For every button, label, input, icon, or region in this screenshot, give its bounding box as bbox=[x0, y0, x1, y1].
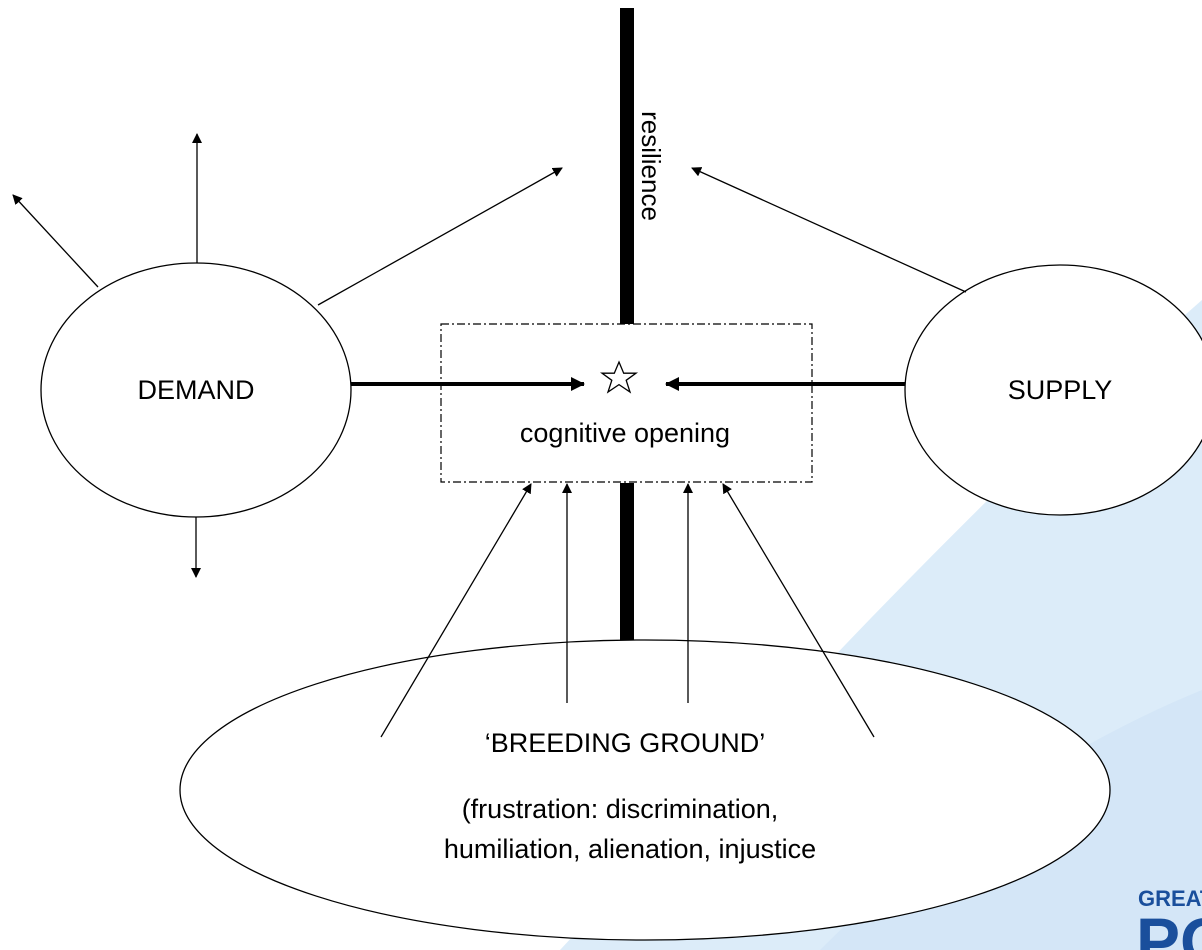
cognitive-opening-box bbox=[440, 323, 813, 483]
breeding-ground-detail-line1: (frustration: discrimination, bbox=[462, 794, 779, 824]
demand-up-left-arrow bbox=[12, 194, 99, 288]
supply-up-left-arrow bbox=[691, 167, 967, 293]
supply-node bbox=[904, 264, 1202, 516]
supply-label: SUPPLY bbox=[1008, 375, 1113, 405]
cognitive-opening-label: cognitive opening bbox=[520, 418, 730, 448]
breeding-arrow-4 bbox=[722, 483, 875, 738]
breeding-ground-node bbox=[179, 639, 1111, 941]
logo-line2: PO bbox=[1136, 904, 1202, 950]
demand-up-right-arrow bbox=[317, 167, 563, 306]
resilience-bar-upper bbox=[620, 8, 634, 324]
star-outline-icon bbox=[599, 360, 639, 394]
demand-label: DEMAND bbox=[137, 375, 254, 405]
logo: GREATE PO bbox=[1136, 886, 1202, 950]
breeding-ground-detail-line2: humiliation, alienation, injustice bbox=[444, 834, 816, 864]
breeding-arrow-1 bbox=[380, 483, 532, 738]
breeding-ground-title: ‘BREEDING GROUND’ bbox=[485, 728, 766, 758]
logo-line1: GREATE bbox=[1138, 886, 1202, 911]
resilience-label: resilience bbox=[636, 111, 666, 221]
